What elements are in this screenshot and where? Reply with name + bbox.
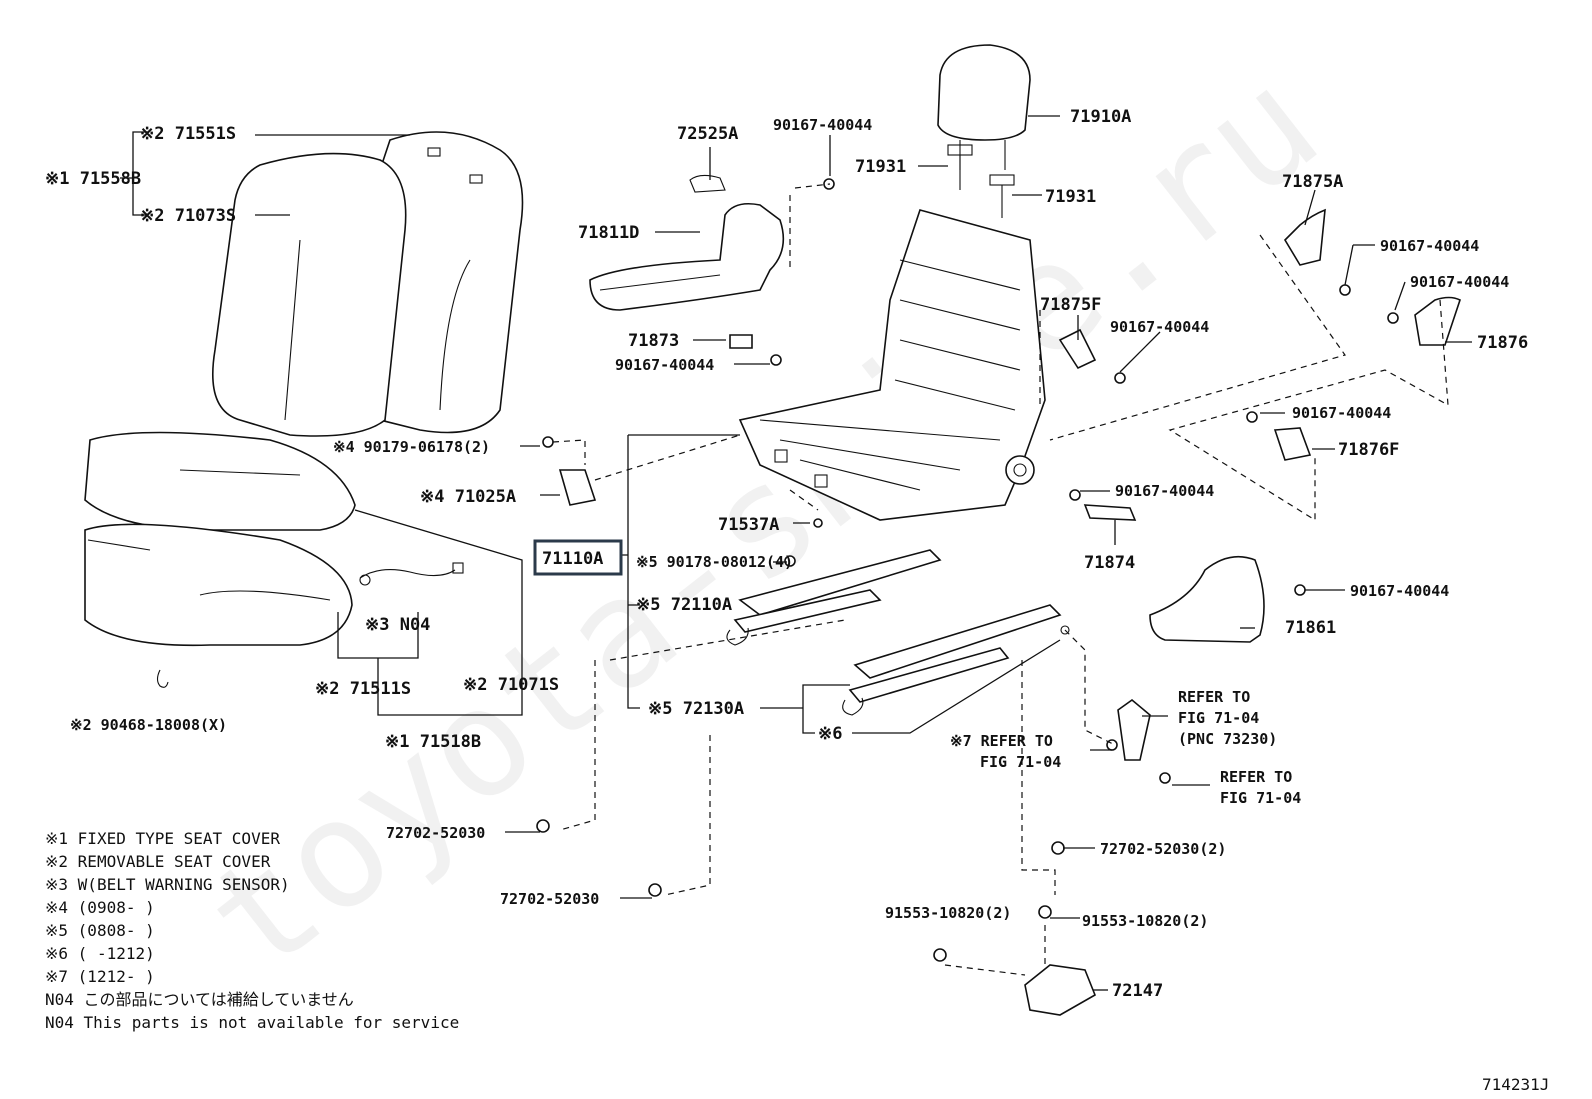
side-cover-illustration: [1058, 208, 1461, 643]
label-refer-a-2[interactable]: FIG 71-04: [1178, 709, 1259, 727]
seat-back-cover-illustration: [212, 131, 524, 437]
headrest-illustration: [937, 44, 1031, 218]
label-90179-06178[interactable]: ※4 90179-06178(2): [333, 438, 490, 456]
legend-line: ※5 (0808- ): [45, 921, 155, 940]
legend-line: N04 This parts is not available for serv…: [45, 1013, 459, 1032]
label-91553-10820-b[interactable]: 91553-10820(2): [1082, 912, 1208, 930]
label-90468-18008[interactable]: ※2 90468-18008(X): [70, 716, 227, 734]
label-71025a[interactable]: ※4 71025A: [420, 487, 516, 507]
highlight-box: [533, 539, 623, 576]
label-71931-b[interactable]: 71931: [1045, 187, 1096, 207]
label-71931-a[interactable]: 71931: [855, 157, 906, 177]
label-72147[interactable]: 72147: [1112, 981, 1163, 1001]
label-71876[interactable]: 71876: [1477, 333, 1528, 353]
label-90167-40044-a[interactable]: 90167-40044: [773, 116, 872, 134]
label-refer-b-2[interactable]: FIG 71-04: [980, 753, 1061, 771]
label-71874[interactable]: 71874: [1084, 553, 1135, 573]
label-90178-08012[interactable]: ※5 90178-08012(4): [636, 553, 793, 571]
label-71518b[interactable]: ※1 71518B: [385, 732, 481, 752]
label-90167-40044-f[interactable]: 90167-40044: [1292, 404, 1391, 422]
label-refer-b-1[interactable]: ※7 REFER TO: [950, 732, 1053, 750]
label-90167-40044-d[interactable]: 90167-40044: [1410, 273, 1509, 291]
label-71861[interactable]: 71861: [1285, 618, 1336, 638]
dashed-assembly-lines: [552, 183, 1449, 976]
seat-track-illustration: [726, 549, 1070, 716]
label-91553-10820-a[interactable]: 91553-10820(2): [885, 904, 1011, 922]
legend-line: ※6 ( -1212): [45, 944, 155, 963]
label-refer-a-1[interactable]: REFER TO: [1178, 688, 1250, 706]
label-90167-40044-e[interactable]: 90167-40044: [1110, 318, 1209, 336]
label-72525a[interactable]: 72525A: [677, 124, 738, 144]
legend-line: ※4 (0908- ): [45, 898, 155, 917]
label-71875f[interactable]: 71875F: [1040, 295, 1101, 315]
label-71910a[interactable]: 71910A: [1070, 107, 1131, 127]
label-71511s[interactable]: ※2 71511S: [315, 679, 411, 699]
label-71876f[interactable]: 71876F: [1338, 440, 1399, 460]
legend-line: ※7 (1212- ): [45, 967, 155, 986]
armrest-illustration: [589, 174, 785, 311]
belt-sensor-illustration: [359, 562, 464, 586]
label-71551s[interactable]: ※2 71551S: [140, 124, 236, 144]
label-refer-a-3[interactable]: (PNC 73230): [1178, 730, 1277, 748]
seat-cushion-cover-illustration: [84, 431, 356, 647]
label-72130a[interactable]: ※5 72130A: [648, 699, 744, 719]
label-90167-40044-h[interactable]: 90167-40044: [1350, 582, 1449, 600]
label-71110a[interactable]: 71110A: [542, 549, 603, 569]
label-72702-52030-b[interactable]: 72702-52030: [500, 890, 599, 908]
legend: ※1 FIXED TYPE SEAT COVER ※2 REMOVABLE SE…: [45, 829, 459, 1032]
label-71073s[interactable]: ※2 71073S: [140, 206, 236, 226]
part-labels[interactable]: ※2 71551S ※1 71558B ※2 71073S 72525A 901…: [45, 107, 1528, 1001]
label-71873[interactable]: 71873: [628, 331, 679, 351]
label-72110a[interactable]: ※5 72110A: [636, 595, 732, 615]
seat-frame-illustration: [738, 209, 1046, 521]
hook-illustration: [156, 669, 169, 688]
label-n04[interactable]: ※3 N04: [365, 615, 430, 635]
diagram-code: 714231J: [1482, 1075, 1549, 1094]
buckle-illustration: [1024, 698, 1151, 1016]
legend-line: ※3 W(BELT WARNING SENSOR): [45, 875, 290, 894]
legend-line: ※2 REMOVABLE SEAT COVER: [45, 852, 271, 871]
legend-line: ※1 FIXED TYPE SEAT COVER: [45, 829, 280, 848]
label-71537a[interactable]: 71537A: [718, 515, 779, 535]
label-71875a[interactable]: 71875A: [1282, 172, 1343, 192]
label-90167-40044-b[interactable]: 90167-40044: [615, 356, 714, 374]
legend-line: N04 この部品については補給していません: [45, 990, 354, 1009]
label-90167-40044-c[interactable]: 90167-40044: [1380, 237, 1479, 255]
label-refer-c-1[interactable]: REFER TO: [1220, 768, 1292, 786]
label-refer-c-2[interactable]: FIG 71-04: [1220, 789, 1301, 807]
label-71558b[interactable]: ※1 71558B: [45, 169, 141, 189]
label-72702-52030-a[interactable]: 72702-52030: [386, 824, 485, 842]
label-71811d[interactable]: 71811D: [578, 223, 639, 243]
label-note-6[interactable]: ※6: [818, 724, 842, 744]
leader-lines: [120, 115, 1472, 991]
label-72702-52030-c[interactable]: 72702-52030(2): [1100, 840, 1226, 858]
label-71071s[interactable]: ※2 71071S: [463, 675, 559, 695]
label-90167-40044-g[interactable]: 90167-40044: [1115, 482, 1214, 500]
